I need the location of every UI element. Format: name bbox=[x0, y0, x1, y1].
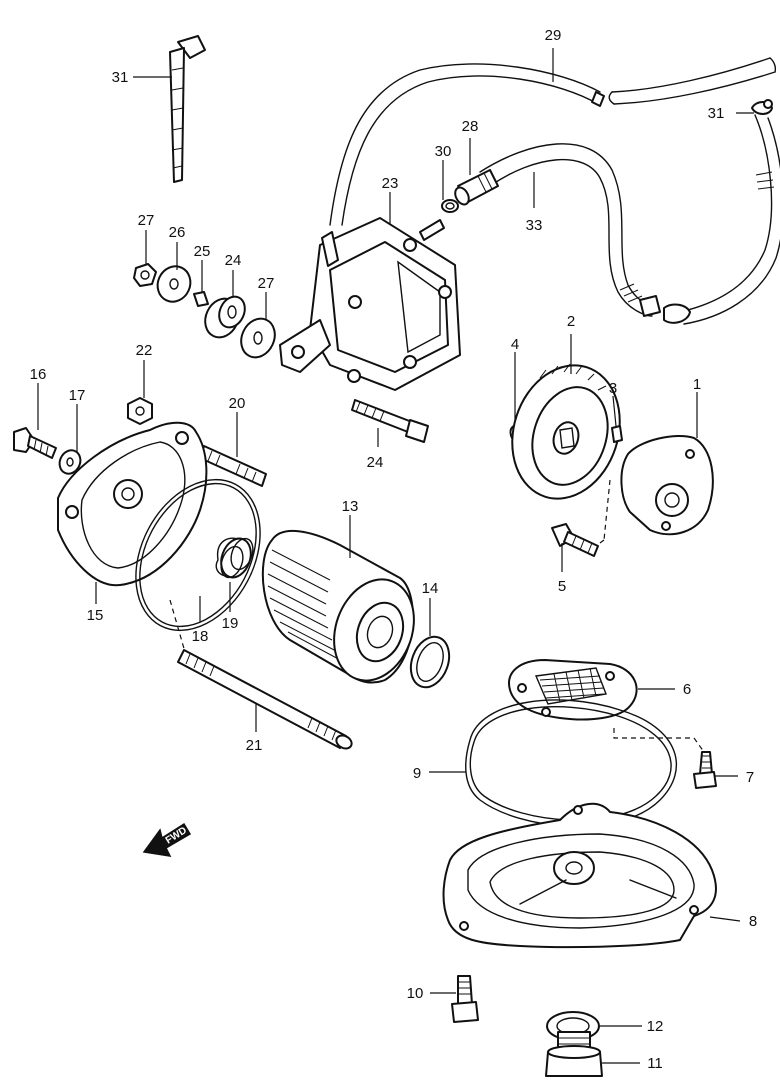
part-32-cable-tie bbox=[169, 35, 206, 183]
part-27-washer-right bbox=[240, 317, 276, 359]
part-31-clip-right bbox=[751, 99, 773, 115]
callout-labels: 31 29 31 28 30 23 33 27 26 25 24 27 22 1… bbox=[30, 27, 758, 1072]
part-27-washer-left bbox=[156, 265, 192, 303]
part-1-pump-body bbox=[595, 434, 714, 547]
part-31-clip-left bbox=[441, 199, 459, 213]
part-25-grommet bbox=[204, 295, 246, 339]
part-13-oil-filter bbox=[261, 529, 415, 684]
part-3-pin bbox=[611, 425, 623, 443]
callout-24: 24 bbox=[367, 454, 384, 471]
part-33-hose-right bbox=[663, 114, 780, 325]
part-19-spring bbox=[215, 537, 254, 579]
callout-31-left: 30 bbox=[435, 143, 452, 160]
callout-32: 31 bbox=[112, 69, 129, 86]
callout-5: 5 bbox=[558, 578, 566, 595]
part-18-o-ring bbox=[135, 478, 261, 632]
callout-14: 14 bbox=[422, 580, 439, 597]
part-6-oil-strainer bbox=[508, 659, 638, 721]
callout-19: 19 bbox=[222, 615, 239, 632]
part-23-fuel-pump bbox=[279, 217, 461, 391]
callout-21: 21 bbox=[246, 737, 263, 754]
part-5-screw bbox=[551, 523, 599, 557]
callout-6: 6 bbox=[683, 681, 691, 698]
part-29-fitting bbox=[454, 169, 499, 206]
part-7-bolt bbox=[613, 728, 717, 789]
callout-33: 33 bbox=[526, 217, 543, 234]
part-30-hose bbox=[329, 57, 777, 226]
callout-27-left: 26 bbox=[169, 224, 186, 241]
callout-23: 23 bbox=[382, 175, 399, 192]
part-33-hose bbox=[479, 143, 661, 317]
callout-13: 13 bbox=[342, 498, 359, 515]
part-14-o-ring bbox=[409, 635, 451, 689]
callout-3: 3 bbox=[609, 380, 617, 397]
callout-7: 7 bbox=[746, 769, 754, 786]
part-28-nut bbox=[133, 263, 157, 287]
callout-28: 27 bbox=[138, 212, 155, 229]
callout-12: 12 bbox=[647, 1018, 664, 1035]
part-17-washer bbox=[58, 449, 82, 475]
callout-29: 28 bbox=[462, 118, 479, 135]
callout-20: 20 bbox=[229, 395, 246, 412]
part-24-bolt bbox=[351, 399, 429, 443]
callout-15: 15 bbox=[87, 607, 104, 624]
part-11-drain-plug bbox=[545, 1031, 603, 1077]
callout-10: 10 bbox=[407, 985, 424, 1002]
part-2-gear bbox=[511, 363, 621, 500]
part-22-nut bbox=[127, 397, 153, 425]
callout-8: 8 bbox=[749, 913, 757, 930]
part-16-bolt bbox=[13, 427, 57, 459]
callout-22: 22 bbox=[136, 342, 153, 359]
callout-11: 11 bbox=[647, 1055, 663, 1072]
part-8-oil-pan bbox=[442, 802, 717, 949]
part-15-filter-cover bbox=[57, 421, 208, 587]
callout-16: 16 bbox=[30, 366, 47, 383]
callout-26: 25 bbox=[194, 243, 211, 260]
fwd-direction-marker: FWD bbox=[142, 822, 192, 857]
callout-2: 2 bbox=[567, 313, 575, 330]
leader-lines bbox=[37, 48, 754, 1064]
callout-9: 9 bbox=[413, 765, 421, 782]
part-21-long-stud bbox=[169, 599, 353, 750]
callout-30: 29 bbox=[545, 27, 562, 44]
part-10-bolt bbox=[451, 975, 479, 1023]
callout-4: 4 bbox=[511, 336, 519, 353]
callout-1: 1 bbox=[693, 376, 701, 393]
callout-18: 18 bbox=[192, 628, 209, 645]
part-9-o-ring bbox=[465, 699, 677, 828]
callout-27-right: 27 bbox=[258, 275, 275, 292]
part-26-collar bbox=[193, 291, 209, 307]
callout-31-right: 31 bbox=[708, 105, 725, 122]
callout-25: 24 bbox=[225, 252, 242, 269]
callout-17: 17 bbox=[69, 387, 86, 404]
